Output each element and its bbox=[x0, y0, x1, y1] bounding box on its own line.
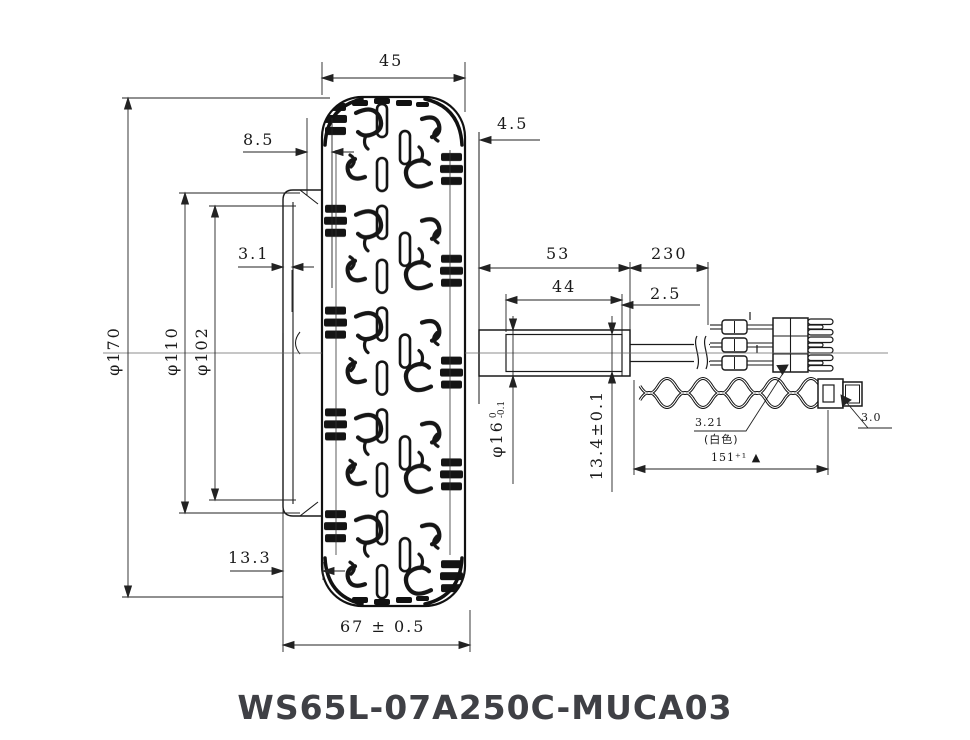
dim-inner-d bbox=[209, 204, 296, 502]
drawing-title: WS65L-07A250C-MUCA03 bbox=[237, 688, 733, 727]
label-small-connector: 3.0 bbox=[861, 411, 882, 424]
label-hub-offset-bottom: 13.3 bbox=[228, 548, 272, 567]
label-connector-color: (白色) bbox=[704, 433, 739, 446]
dim-hub-step bbox=[238, 262, 314, 333]
label-cable-length: 230 bbox=[651, 244, 688, 263]
shaft-dia-tolerance: 0-0.1 bbox=[488, 400, 507, 419]
dim-end-clearance bbox=[620, 300, 700, 310]
label-hub-step: 3.1 bbox=[238, 244, 270, 263]
dim-tire-section bbox=[281, 508, 472, 652]
leader-small-connector bbox=[840, 394, 892, 429]
label-shaft-length: 53 bbox=[546, 244, 571, 263]
label-across-flats: 13.4±0.1 bbox=[587, 389, 606, 481]
dim-sensor-cable bbox=[632, 380, 830, 475]
dim-shaft-length bbox=[477, 262, 710, 330]
label-tire-od: φ170 bbox=[104, 326, 123, 376]
label-tire-section: 67 ± 0.5 bbox=[340, 617, 426, 636]
dim-flat-length bbox=[504, 294, 624, 332]
dim-across-flats bbox=[607, 316, 617, 492]
dim-rim-d bbox=[179, 191, 300, 515]
shaft-dia-value: φ16 bbox=[486, 420, 506, 458]
label-hub-offset-top: 8.5 bbox=[243, 130, 275, 149]
label-connector-note: 3.21 bbox=[695, 416, 724, 429]
dimension-lines bbox=[122, 62, 892, 652]
tire bbox=[320, 95, 467, 608]
label-sensor-cable-length: 151⁺¹ ▲ bbox=[711, 451, 762, 464]
leader-connector-note bbox=[694, 364, 789, 432]
tire-crown-blocks bbox=[352, 98, 429, 605]
dim-hub-offset-bottom bbox=[230, 562, 345, 580]
dim-shaft-dia bbox=[508, 316, 518, 484]
signal-connector bbox=[817, 378, 863, 409]
dim-hub-offset-top bbox=[243, 118, 354, 288]
phase-cable bbox=[630, 335, 710, 370]
label-flat-length: 44 bbox=[552, 277, 577, 296]
label-end-clearance: 2.5 bbox=[650, 284, 682, 303]
label-inner-d: φ102 bbox=[192, 326, 211, 376]
label-tire-width: 45 bbox=[379, 51, 404, 70]
label-shoulder: 4.5 bbox=[497, 114, 529, 133]
label-rim-d: φ110 bbox=[162, 326, 181, 376]
signal-cable bbox=[638, 377, 822, 409]
dim-tire-od bbox=[122, 96, 330, 599]
dim-tire-width bbox=[320, 62, 467, 112]
power-connector bbox=[710, 312, 834, 373]
dim-shoulder bbox=[478, 135, 540, 145]
